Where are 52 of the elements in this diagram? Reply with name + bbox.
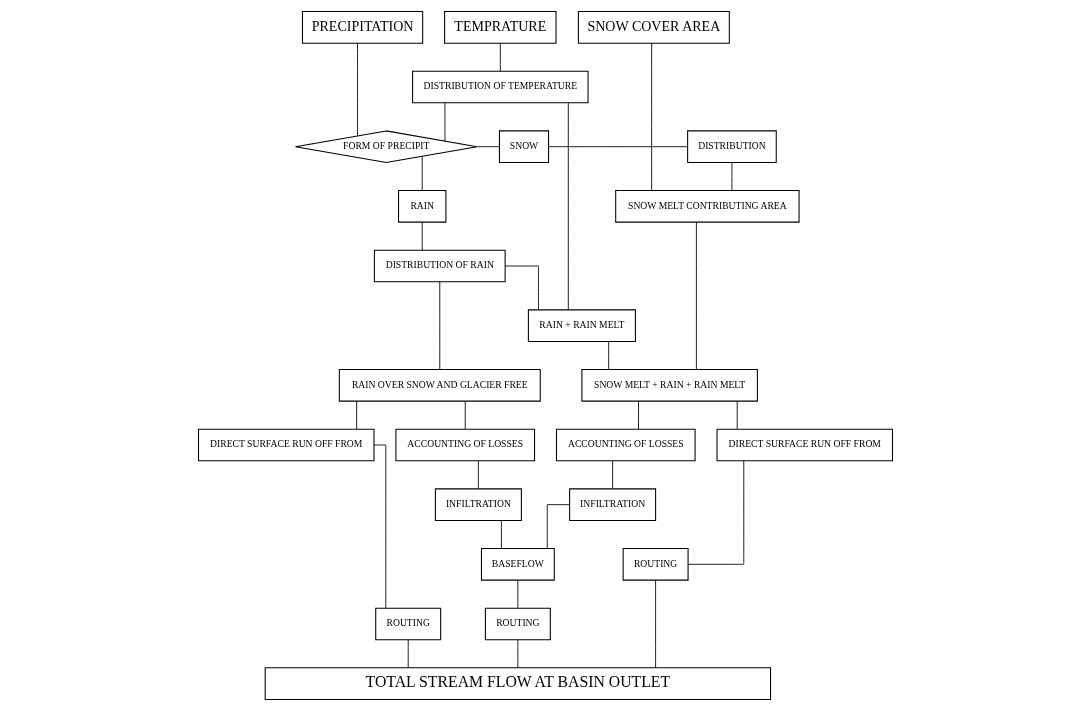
node-box: DISTRIBUTION [687, 130, 777, 163]
node-box: DIRECT SURFACE RUN OFF FROM [198, 428, 375, 462]
connector [421, 221, 423, 251]
node-box: INFILTRATION [569, 488, 657, 521]
connector [655, 579, 657, 669]
connector [504, 265, 539, 311]
connector [736, 400, 738, 430]
connector [567, 102, 569, 311]
node-box: DISTRIBUTION OF RAIN [373, 249, 506, 283]
connector [500, 520, 502, 549]
node-diamond: FORM OF PRECIPIT [294, 130, 478, 163]
node-box: TOTAL STREAM FLOW AT BASIN OUTLET [264, 667, 772, 700]
node-box: RAIN [398, 190, 447, 223]
connector [356, 400, 358, 430]
connector [608, 341, 610, 370]
connector [373, 444, 387, 609]
connector [687, 460, 745, 565]
node-box: DISTRIBUTION OF TEMPERATURE [412, 70, 589, 104]
connector [439, 281, 441, 370]
connector [407, 639, 409, 669]
node-box: SNOW MELT + RAIN + RAIN MELT [581, 369, 758, 402]
connector [548, 146, 688, 148]
connector [638, 400, 639, 430]
node-box: SNOW COVER AREA [577, 11, 730, 44]
node-box: RAIN + RAIN MELT [527, 309, 636, 342]
connector [517, 579, 519, 609]
node-box: PRECIPITATION [301, 11, 424, 44]
node-box: RAIN OVER SNOW AND GLACIER FREE [338, 369, 541, 402]
connector [464, 400, 466, 430]
node-box: DIRECT SURFACE RUN OFF FROM [716, 428, 893, 462]
connector [612, 460, 614, 490]
connector [476, 146, 500, 148]
connector [421, 155, 423, 191]
node-box: ACCOUNTING OF LOSSES [555, 428, 696, 462]
connector [695, 221, 697, 370]
connector [499, 42, 501, 72]
node-box: BASEFLOW [480, 548, 555, 581]
connector [651, 42, 653, 191]
node-box: INFILTRATION [434, 488, 522, 521]
connector [444, 102, 446, 142]
node-box: TEMPRATURE [444, 11, 557, 44]
node-box: ACCOUNTING OF LOSSES [395, 428, 536, 462]
node-box: ROUTING [484, 607, 551, 641]
connector [517, 639, 519, 669]
node-box: ROUTING [622, 548, 689, 581]
connector [357, 42, 358, 137]
node-box: ROUTING [375, 607, 442, 641]
connector [477, 460, 479, 490]
node-box: SNOW MELT CONTRIBUTING AREA [615, 190, 800, 223]
node-box: SNOW [498, 130, 550, 163]
connector [731, 162, 733, 191]
connector [546, 504, 570, 549]
